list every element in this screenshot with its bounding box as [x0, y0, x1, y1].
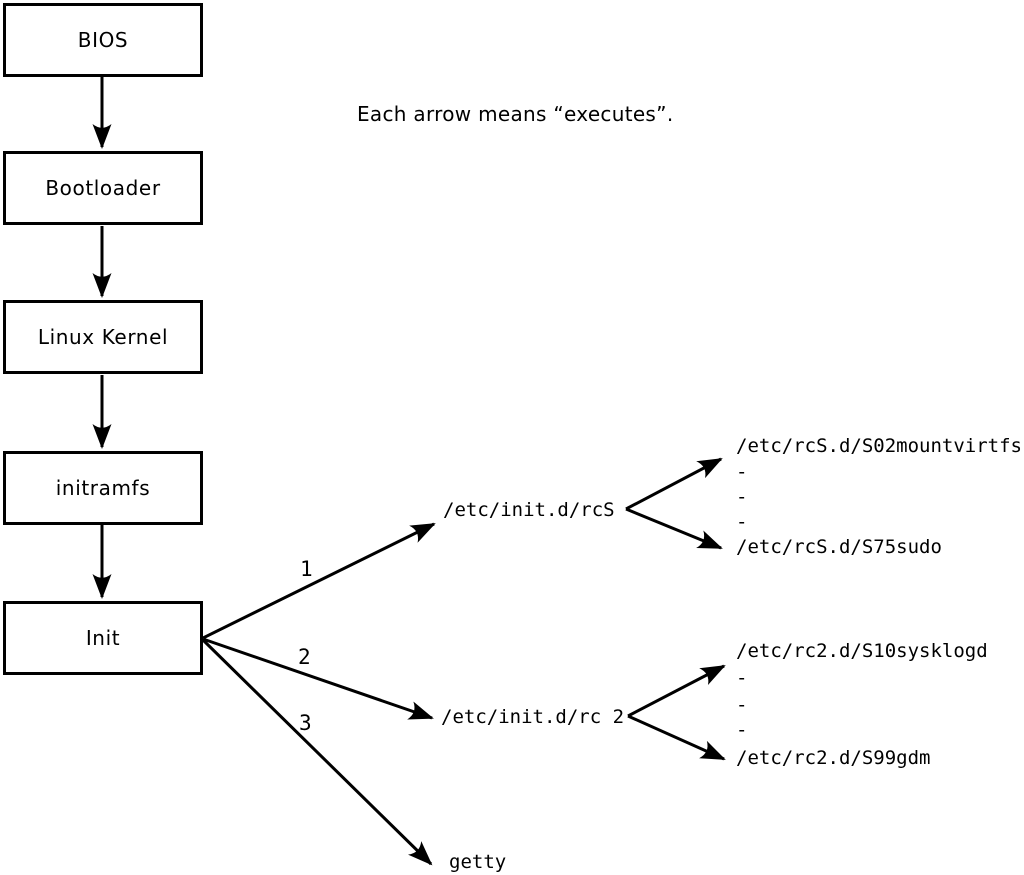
branch-1-child-dash: - [736, 511, 748, 533]
branch-3-target: getty [449, 851, 507, 873]
box-bootloader: Bootloader [3, 151, 203, 225]
arrow-rcS-to-s75sudo [625, 507, 723, 550]
branch-1-number: 1 [300, 557, 313, 581]
box-bios: BIOS [3, 3, 203, 77]
branch-2-target: /etc/init.d/rc 2 [441, 706, 625, 728]
box-bootloader-label: Bootloader [45, 176, 161, 200]
arrow-init-to-getty [201, 638, 433, 866]
arrow-rc2-to-s99gdm [627, 714, 726, 761]
arrow-init-to-rc2 [202, 637, 434, 720]
branch-1-child-s02mountvirtfs: /etc/rcS.d/S02mountvirtfs [736, 435, 1022, 457]
branch-2-number: 2 [298, 645, 311, 669]
box-initramfs-label: initramfs [55, 476, 151, 500]
caption-arrow-meaning: Each arrow means “executes”. [357, 102, 674, 126]
arrow-rcS-to-s02mountvirtfs [625, 457, 723, 511]
box-linux-kernel: Linux Kernel [3, 300, 203, 374]
branch-1-child-s75sudo: /etc/rcS.d/S75sudo [736, 536, 942, 558]
box-init: Init [3, 601, 203, 675]
box-linux-kernel-label: Linux Kernel [37, 325, 169, 349]
box-init-label: Init [85, 626, 121, 650]
branch-2-child-dash: - [736, 719, 748, 741]
arrow-init-to-rcS [202, 522, 436, 640]
branch-2-child-dash: - [736, 694, 748, 716]
branch-2-child-dash: - [736, 667, 748, 689]
box-bios-label: BIOS [77, 28, 129, 52]
arrow-rc2-to-s10sysklogd [627, 664, 726, 718]
branch-1-child-dash: - [736, 486, 748, 508]
branch-2-child-s99gdm: /etc/rc2.d/S99gdm [736, 747, 931, 769]
box-initramfs: initramfs [3, 451, 203, 525]
branch-1-child-dash: - [736, 461, 748, 483]
branch-2-child-s10sysklogd: /etc/rc2.d/S10sysklogd [736, 640, 988, 662]
branch-1-target: /etc/init.d/rcS [443, 499, 615, 521]
branch-3-number: 3 [299, 711, 312, 735]
